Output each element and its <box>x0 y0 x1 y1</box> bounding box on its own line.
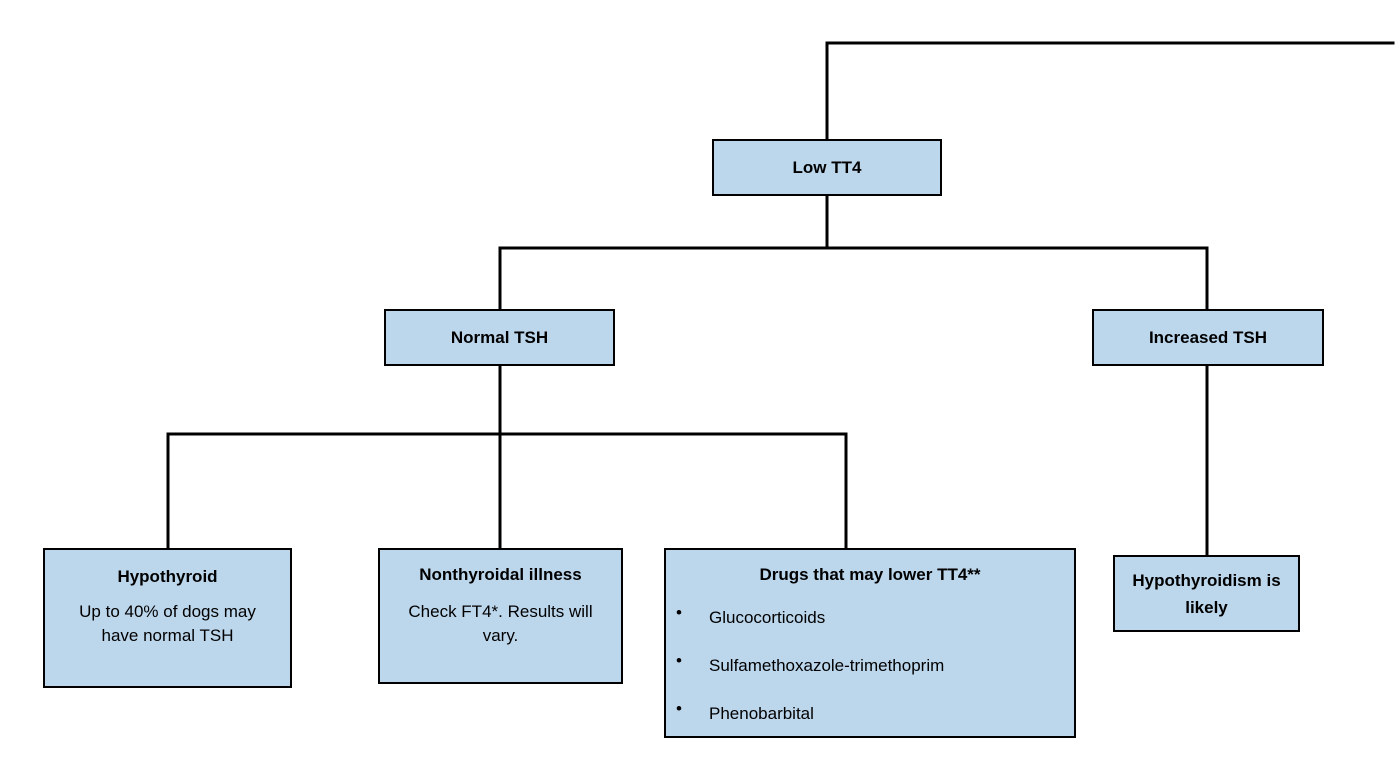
node-hypothyroidism-likely: Hypothyroidism is likely <box>1113 555 1300 632</box>
node-nonthyroidal-illness-label: Nonthyroidal illness <box>419 565 582 584</box>
node-hypothyroid-text-line2: have normal TSH <box>101 626 234 645</box>
node-increased-tsh: Increased TSH <box>1092 309 1324 366</box>
node-nonthyroidal-illness-text-line1: Check FT4*. Results will <box>408 602 593 621</box>
node-nonthyroidal-illness-text-line2: vary. <box>482 626 519 645</box>
node-normal-tsh: Normal TSH <box>384 309 615 366</box>
node-low-tt4: Low TT4 <box>712 139 942 196</box>
node-hypothyroid: Hypothyroid Up to 40% of dogs may have n… <box>43 548 292 688</box>
node-increased-tsh-label: Increased TSH <box>1148 328 1268 347</box>
node-hypothyroidism-likely-label-line1: Hypothyroidism is <box>1132 571 1281 590</box>
node-drugs: Drugs that may lower TT4** • Glucocortic… <box>664 548 1076 738</box>
drug-item-label: Glucocorticoids <box>709 608 826 627</box>
drug-item-label: Sulfamethoxazole-trimethoprim <box>709 656 945 675</box>
node-nonthyroidal-illness: Nonthyroidal illness Check FT4*. Results… <box>378 548 623 684</box>
node-drugs-label: Drugs that may lower TT4** <box>759 565 981 584</box>
node-hypothyroid-label: Hypothyroid <box>117 567 218 586</box>
node-hypothyroid-text-line1: Up to 40% of dogs may <box>79 602 256 621</box>
node-hypothyroidism-likely-label-line2: likely <box>1185 598 1228 617</box>
bullet-icon: • <box>676 699 682 718</box>
drug-item-label: Phenobarbital <box>709 704 814 723</box>
bullet-icon: • <box>676 603 682 622</box>
node-low-tt4-label: Low TT4 <box>792 158 862 177</box>
connector-top-to-low-tt4 <box>825 41 1395 141</box>
node-normal-tsh-label: Normal TSH <box>450 328 549 347</box>
bullet-icon: • <box>676 651 682 670</box>
